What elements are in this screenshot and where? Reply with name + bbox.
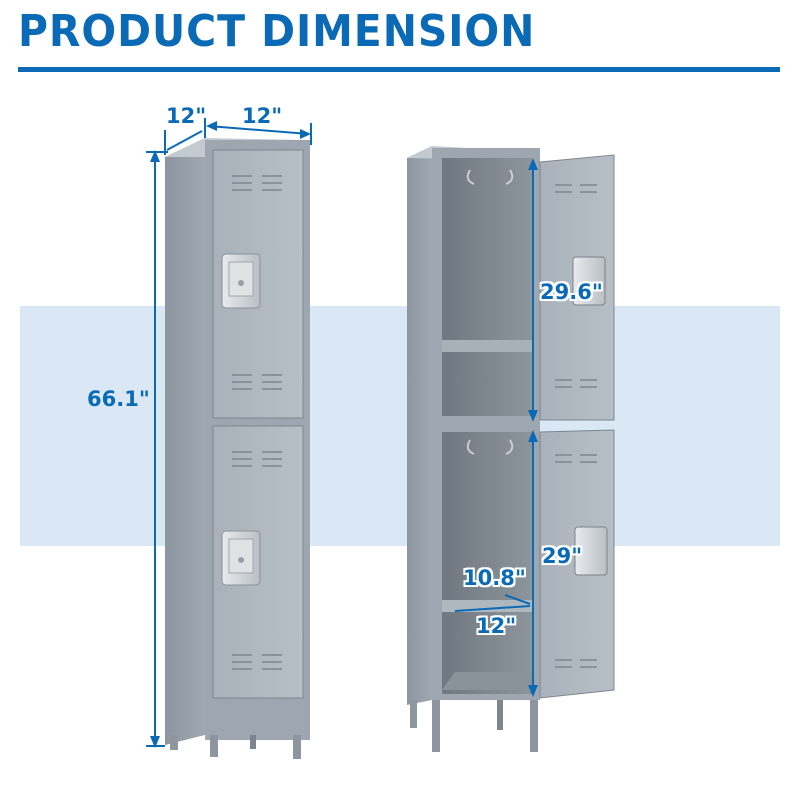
height-dimension-label: 66.1" — [87, 387, 150, 411]
page-title: PRODUCT DIMENSION — [18, 6, 536, 57]
closed-locker — [165, 138, 310, 759]
dimension-lines — [146, 118, 538, 748]
shelf-depth-label: 10.8" — [463, 566, 526, 590]
title-underline — [18, 67, 780, 72]
open-locker — [407, 146, 615, 752]
lower-door-height-label: 29" — [542, 544, 583, 568]
shelf-width-label: 12" — [476, 614, 517, 638]
upper-door-height-label: 29.6" — [540, 280, 603, 304]
width-dimension-label: 12" — [242, 104, 283, 128]
background-band — [20, 306, 780, 546]
depth-dimension-label: 12" — [166, 104, 207, 128]
